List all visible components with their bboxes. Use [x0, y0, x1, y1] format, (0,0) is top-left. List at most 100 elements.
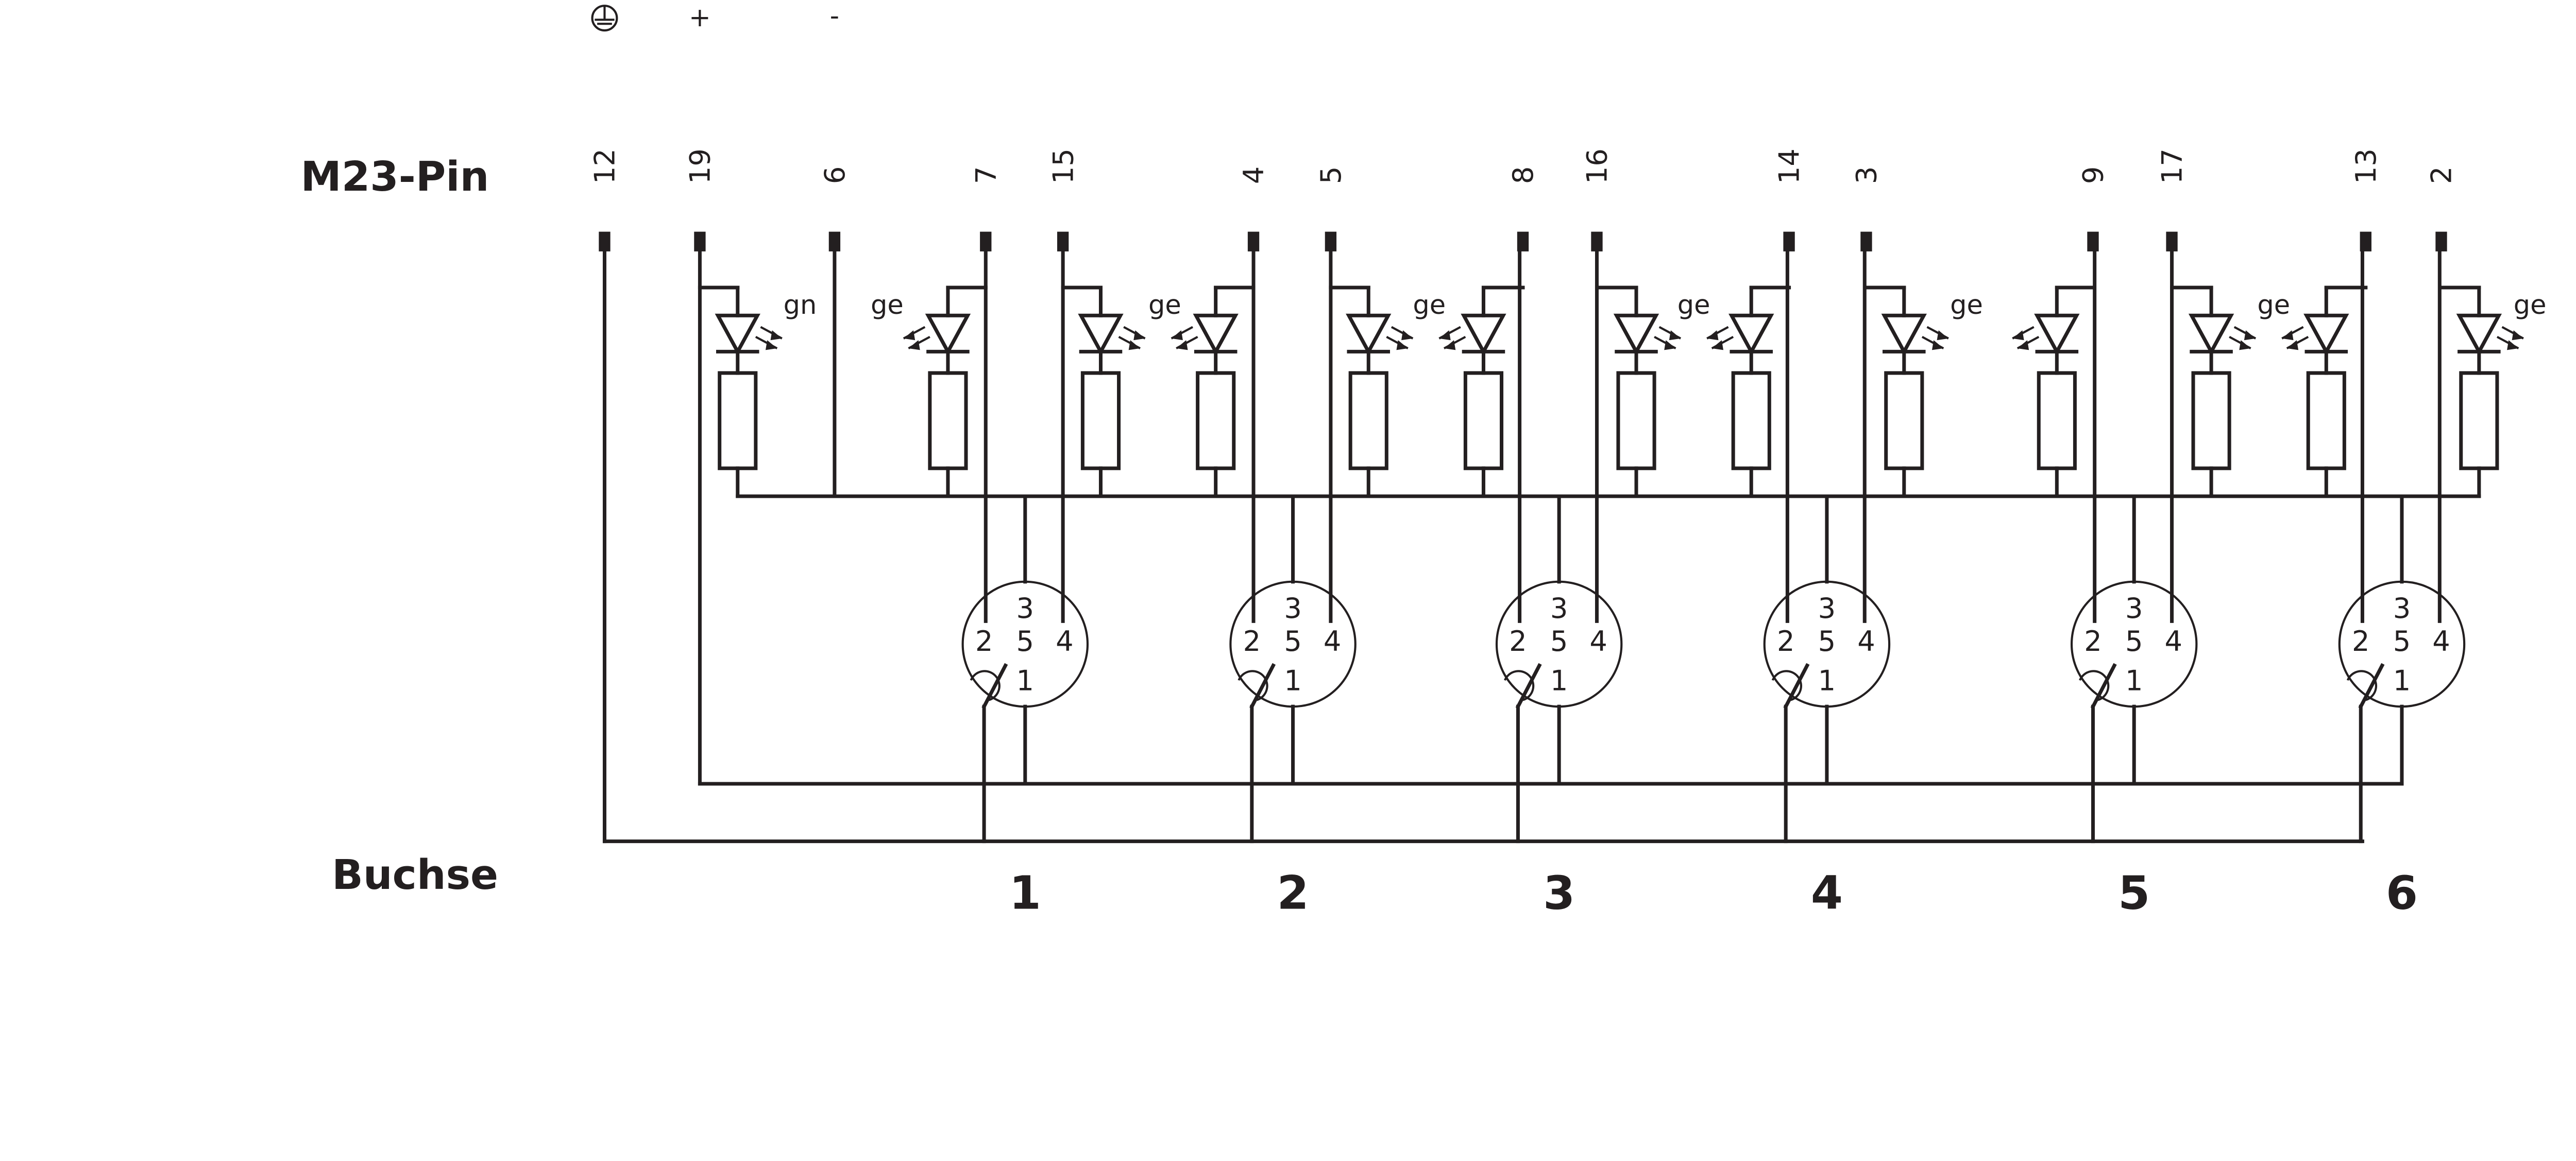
coding-key-icon	[1238, 670, 1268, 701]
light-emission-arrows-icon	[1921, 326, 1949, 350]
socket-pin5-wire	[1249, 663, 1276, 709]
arrow-head	[2512, 330, 2523, 341]
pin-number-label: 9	[2077, 166, 2110, 184]
socket-pin-number: 5	[1016, 625, 1034, 658]
arrow-head	[1396, 340, 1408, 350]
coding-key-icon	[2346, 670, 2378, 701]
socket-pin-number: 4	[2432, 625, 2450, 658]
socket-pin-number: 3	[1284, 592, 1301, 625]
socket-pin-number: 1	[2393, 664, 2411, 697]
light-emission-arrows-icon	[2229, 326, 2257, 350]
socket-face-icon	[1495, 580, 1623, 708]
led-color-label: ge	[1148, 290, 1181, 321]
socket-pin-number: 1	[1016, 664, 1034, 697]
pin-terminal	[1247, 231, 1260, 251]
plus-label: +	[689, 3, 711, 33]
pin-number-label: 5	[1315, 166, 1347, 184]
resistor-icon	[718, 371, 758, 470]
socket-pin5-wire	[2090, 663, 2117, 709]
socket-pin-number: 4	[2164, 625, 2182, 658]
arrow-head	[2282, 330, 2294, 341]
arrow-head	[2017, 340, 2029, 350]
socket-pin-number: 1	[1550, 664, 1568, 697]
socket-pin-number: 4	[1589, 625, 1607, 658]
resistor-icon	[1348, 371, 1388, 470]
socket-pin-number: 2	[1509, 625, 1527, 658]
socket-pin-number: 2	[1243, 625, 1261, 658]
light-emission-arrows-icon	[1706, 326, 1734, 350]
socket-pin-number: 3	[1016, 592, 1034, 625]
led-color-label: ge	[1413, 290, 1446, 321]
led-diode-icon	[1728, 313, 1774, 356]
light-emission-arrows-icon	[1386, 326, 1414, 350]
arrow-head	[1669, 330, 1681, 341]
arrow-head	[1664, 340, 1676, 350]
arrow-head	[1439, 330, 1451, 341]
pin-number-label: 13	[2350, 148, 2382, 184]
socket-face-icon	[2338, 580, 2466, 708]
arrow-head	[765, 340, 777, 350]
arrow-head	[908, 340, 920, 350]
arrow-head	[1176, 340, 1188, 350]
pin-terminal	[1517, 231, 1529, 251]
socket-number: 3	[1543, 866, 1575, 912]
pin-number-label: 14	[1773, 148, 1806, 184]
led-color-label: ge	[871, 290, 904, 321]
resistor-icon	[2459, 371, 2499, 470]
resistor-icon	[1884, 371, 1924, 470]
socket-pin-number: 2	[2084, 625, 2102, 658]
socket-number: 1	[1009, 866, 1041, 912]
led-branch	[1595, 285, 1682, 498]
socket-pin-number: 3	[1550, 592, 1568, 625]
arrow-head	[1401, 330, 1413, 341]
led-color-label: ge	[2514, 290, 2547, 321]
resistor-icon	[2191, 371, 2231, 470]
resistor-icon	[2306, 371, 2346, 470]
pin-terminal	[1591, 231, 1603, 251]
led-diode-icon	[1461, 313, 1506, 356]
socket-face-icon	[2070, 580, 2198, 708]
arrow-head	[1133, 330, 1145, 341]
led-diode-icon	[2456, 313, 2502, 356]
pin-terminal	[2360, 231, 2371, 251]
pin-terminal	[599, 231, 611, 251]
resistor-icon	[1080, 371, 1121, 470]
arrow-head	[1711, 340, 1724, 350]
resistor-icon	[928, 371, 968, 470]
light-emission-arrows-icon	[1438, 326, 1466, 350]
led-branch	[2170, 285, 2257, 498]
arrow-head	[2286, 340, 2299, 350]
led-diode-icon	[2188, 313, 2234, 356]
arrow-head	[1931, 340, 1944, 350]
pin-terminal	[1860, 231, 1872, 251]
pin-terminal	[2166, 231, 2178, 251]
coding-key-icon	[2079, 670, 2110, 701]
led-branch	[1061, 285, 1146, 498]
light-emission-arrows-icon	[1171, 326, 1198, 350]
coding-key-icon	[1771, 670, 1803, 701]
led-branch	[2012, 285, 2095, 498]
led-diode-icon	[715, 313, 760, 356]
led-diode-icon	[1881, 313, 1927, 356]
socket-pin-number: 2	[1777, 625, 1794, 658]
coding-key-icon	[970, 670, 1001, 701]
pin-terminal	[1057, 231, 1069, 251]
wires	[602, 249, 2481, 844]
arrow-head	[1937, 330, 1948, 341]
socket-number: 2	[1277, 866, 1309, 912]
m23-pin-label: M23-Pin	[301, 153, 489, 200]
protective-earth-icon	[591, 5, 618, 32]
pin-terminal	[2435, 231, 2447, 251]
led-color-label: ge	[2257, 290, 2290, 321]
pin-number-label: 3	[1851, 166, 1883, 184]
socket-pin-number: 1	[1818, 664, 1836, 697]
led-branch	[1171, 285, 1256, 498]
led-diode-icon	[1193, 313, 1239, 356]
light-emission-arrows-icon	[2496, 326, 2524, 350]
socket-number: 4	[1811, 866, 1843, 912]
socket-pin-number: 5	[2125, 625, 2143, 658]
